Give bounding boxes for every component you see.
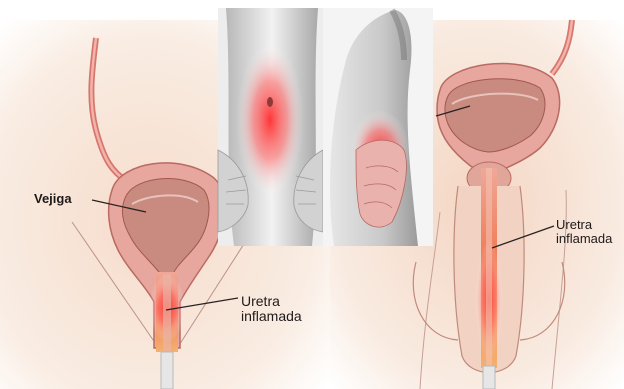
urethra-label-left: Uretra inflamada [241, 294, 302, 325]
bladder-label: Vejiga [34, 192, 72, 206]
flank-pain-photo [323, 8, 433, 246]
urethra-label-left-line1: Uretra [241, 294, 302, 309]
abdominal-pain-photo [218, 8, 323, 246]
urethra-label-left-line2: inflamada [241, 309, 302, 324]
urethra-label-right-line2: inflamada [556, 232, 612, 246]
urethra-label-right-line1: Uretra [556, 218, 612, 232]
urethra-label-right: Uretra inflamada [556, 218, 612, 247]
